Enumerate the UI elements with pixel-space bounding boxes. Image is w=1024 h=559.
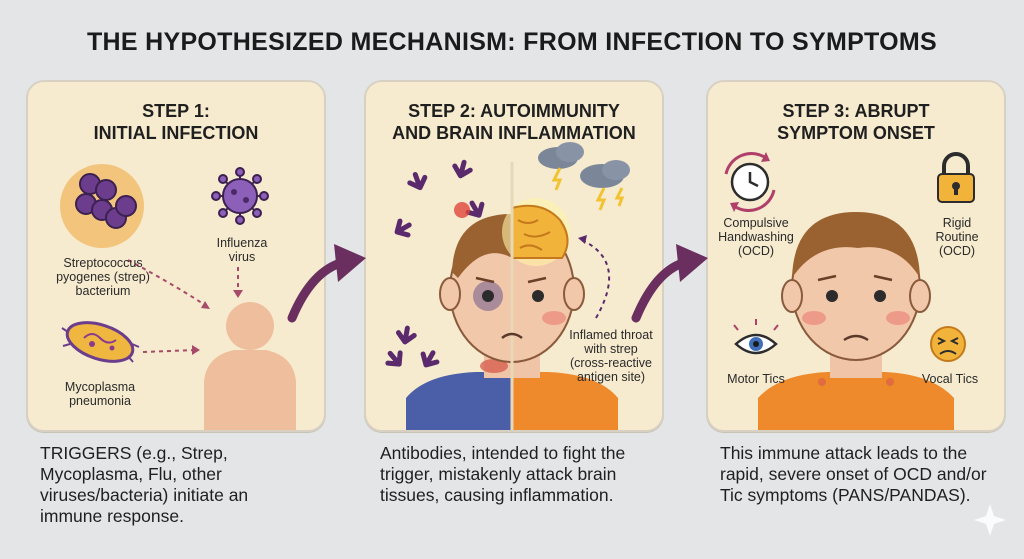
hair	[452, 214, 512, 278]
frown-mouth	[843, 334, 869, 342]
orange-shirt	[758, 372, 954, 430]
strep-bacterium-icon	[60, 164, 144, 248]
frown-mouth	[501, 332, 523, 340]
throat-label: Inflamed throat with strep (cross-reacti…	[569, 328, 653, 384]
handwashing-label: Compulsive Handwashing (OCD)	[718, 216, 794, 258]
vocal-tic-face-icon	[930, 326, 966, 362]
step-2-description: Antibodies, intended to fight the trigge…	[380, 443, 626, 505]
inflamed-throat-icon	[480, 359, 508, 373]
inflamed-brain-icon	[502, 198, 570, 266]
motor-tics-label: Motor Tics	[727, 372, 785, 386]
step-1-heading: STEP 1: INITIAL INFECTION	[93, 101, 259, 143]
step-2-illustration	[385, 142, 630, 430]
blue-shirt	[406, 372, 512, 430]
step-3-panel: STEP 3: ABRUPT SYMPTOM ONSET	[706, 80, 1006, 432]
mycoplasma-label: Mycoplasma pneumonia	[64, 380, 136, 408]
step-3-description: This immune attack leads to the rapid, s…	[720, 443, 987, 505]
step-2-heading: STEP 2: AUTOIMMUNITY AND BRAIN INFLAMMAT…	[392, 101, 636, 143]
antibody-icons	[385, 159, 485, 368]
orange-shirt	[512, 372, 618, 430]
clock-icon	[724, 152, 776, 212]
eye-icon	[733, 319, 779, 355]
lock-icon	[937, 152, 975, 203]
mycoplasma-icon	[61, 321, 140, 363]
step-2-panel: STEP 2: AUTOIMMUNITY AND BRAIN INFLAMMAT…	[364, 80, 664, 432]
strep-label: Streptococcus pyogenes (strep) bacterium	[56, 256, 150, 298]
flu-label: Influenza virus	[216, 236, 268, 264]
hair	[792, 212, 920, 278]
step-1-panel: STEP 1: INITIAL INFECTION	[26, 80, 326, 432]
influenza-virus-icon	[211, 167, 269, 225]
step-1-description: TRIGGERS (e.g., Strep, Mycoplasma, Flu, …	[40, 443, 249, 526]
step-1-illustration	[60, 164, 296, 430]
step-3-illustration	[724, 152, 975, 430]
rigid-routine-label: Rigid Routine (OCD)	[935, 216, 979, 258]
person-silhouette-icon	[204, 302, 296, 430]
vocal-tics-label: Vocal Tics	[921, 372, 979, 386]
sparkle-icon	[974, 504, 1006, 536]
step-3-heading: STEP 3: ABRUPT SYMPTOM ONSET	[777, 101, 935, 143]
trigger-arrows	[127, 259, 239, 353]
page-title: THE HYPOTHESIZED MECHANISM: FROM INFECTI…	[86, 28, 938, 56]
storm-cloud-icon	[538, 142, 630, 211]
